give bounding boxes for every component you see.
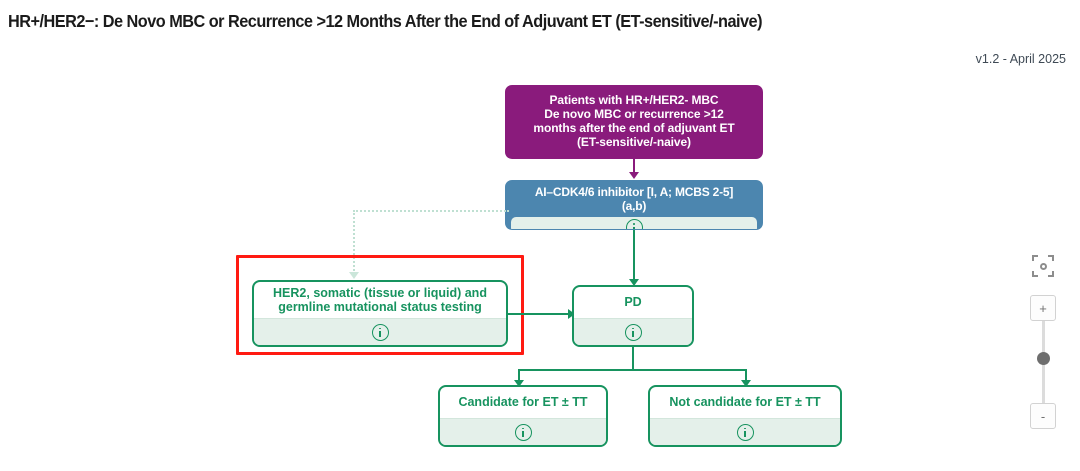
node-her2-testing-footer[interactable]	[254, 318, 506, 345]
edge-pd-stem	[632, 347, 634, 371]
node-patients-text: Patients with HR+/HER2- MBC De novo MBC …	[506, 86, 762, 158]
node-her2-testing-line-1: HER2, somatic (tissue or liquid) and	[273, 285, 487, 300]
zoom-slider[interactable]	[1036, 321, 1050, 403]
selection-highlight-her2-testing	[236, 255, 524, 355]
info-circle-icon[interactable]	[624, 323, 642, 341]
node-her2-testing[interactable]: HER2, somatic (tissue or liquid) and ger…	[252, 280, 508, 347]
fit-to-screen-icon[interactable]	[1032, 255, 1054, 277]
node-patients-line-4: (ET-sensitive/-naive)	[577, 134, 691, 149]
node-ai-cdk46-line-2: (a,b)	[621, 198, 647, 213]
node-ai-cdk46[interactable]: AI–CDK4/6 inhibitor [I, A; MCBS 2-5] (a,…	[505, 180, 763, 230]
edge-patients-to-treatment	[633, 159, 635, 175]
node-patients-line-2: De novo MBC or recurrence >12	[544, 107, 724, 122]
zoom-out-button[interactable]: -	[1030, 403, 1056, 429]
info-circle-icon[interactable]	[625, 219, 643, 229]
edge-patients-to-treatment-arrow	[628, 172, 639, 179]
node-not-candidate[interactable]: Not candidate for ET ± TT	[648, 385, 842, 447]
edge-pd-to-candidate-arrow	[513, 380, 524, 387]
edge-treatment-to-her2-arrow	[348, 272, 359, 279]
version-label: v1.2 - April 2025	[975, 52, 1066, 66]
info-circle-icon[interactable]	[736, 423, 754, 441]
edge-treatment-to-her2-horizontal	[353, 210, 509, 212]
node-patients[interactable]: Patients with HR+/HER2- MBC De novo MBC …	[505, 85, 763, 159]
zoom-slider-thumb[interactable]	[1036, 352, 1050, 366]
node-ai-cdk46-text: AI–CDK4/6 inhibitor [I, A; MCBS 2-5] (a,…	[511, 181, 757, 217]
zoom-controls[interactable]: + -	[1026, 255, 1060, 429]
node-ai-cdk46-footer[interactable]	[511, 216, 757, 229]
edge-treatment-to-her2-vertical	[353, 210, 355, 275]
edge-pd-to-not-candidate-arrow	[740, 380, 751, 387]
edge-pd-to-candidate	[518, 369, 520, 384]
node-not-candidate-line-1: Not candidate for ET ± TT	[669, 395, 821, 410]
node-pd-footer[interactable]	[574, 318, 692, 345]
info-circle-icon[interactable]	[514, 423, 532, 441]
node-her2-testing-text: HER2, somatic (tissue or liquid) and ger…	[254, 282, 506, 318]
node-candidate[interactable]: Candidate for ET ± TT	[438, 385, 608, 447]
node-pd[interactable]: PD	[572, 285, 694, 347]
node-candidate-footer[interactable]	[440, 418, 606, 445]
node-not-candidate-text: Not candidate for ET ± TT	[650, 387, 840, 418]
edge-her2-to-pd	[508, 313, 572, 315]
node-candidate-text: Candidate for ET ± TT	[440, 387, 606, 418]
node-candidate-line-1: Candidate for ET ± TT	[458, 395, 588, 410]
node-pd-text: PD	[574, 287, 692, 318]
node-ai-cdk46-line-1: AI–CDK4/6 inhibitor [I, A; MCBS 2-5]	[534, 185, 734, 199]
node-patients-line-3: months after the end of adjuvant ET	[533, 121, 735, 135]
node-not-candidate-footer[interactable]	[650, 418, 840, 445]
zoom-in-button[interactable]: +	[1030, 295, 1056, 321]
edge-treatment-to-pd-arrow	[628, 279, 639, 286]
edge-her2-to-pd-arrow	[568, 308, 575, 319]
edge-pd-branch-horizontal	[518, 369, 747, 371]
node-patients-line-1: Patients with HR+/HER2- MBC	[549, 93, 719, 108]
page-title: HR+/HER2−: De Novo MBC or Recurrence >12…	[8, 11, 762, 31]
edge-pd-to-not-candidate	[745, 369, 747, 384]
node-pd-line-1: PD	[624, 295, 642, 310]
diagram-canvas[interactable]: Patients with HR+/HER2- MBC De novo MBC …	[0, 72, 1080, 471]
node-her2-testing-line-2: germline mutational status testing	[278, 300, 482, 314]
edge-treatment-to-pd	[633, 230, 635, 283]
info-circle-icon[interactable]	[371, 323, 389, 341]
